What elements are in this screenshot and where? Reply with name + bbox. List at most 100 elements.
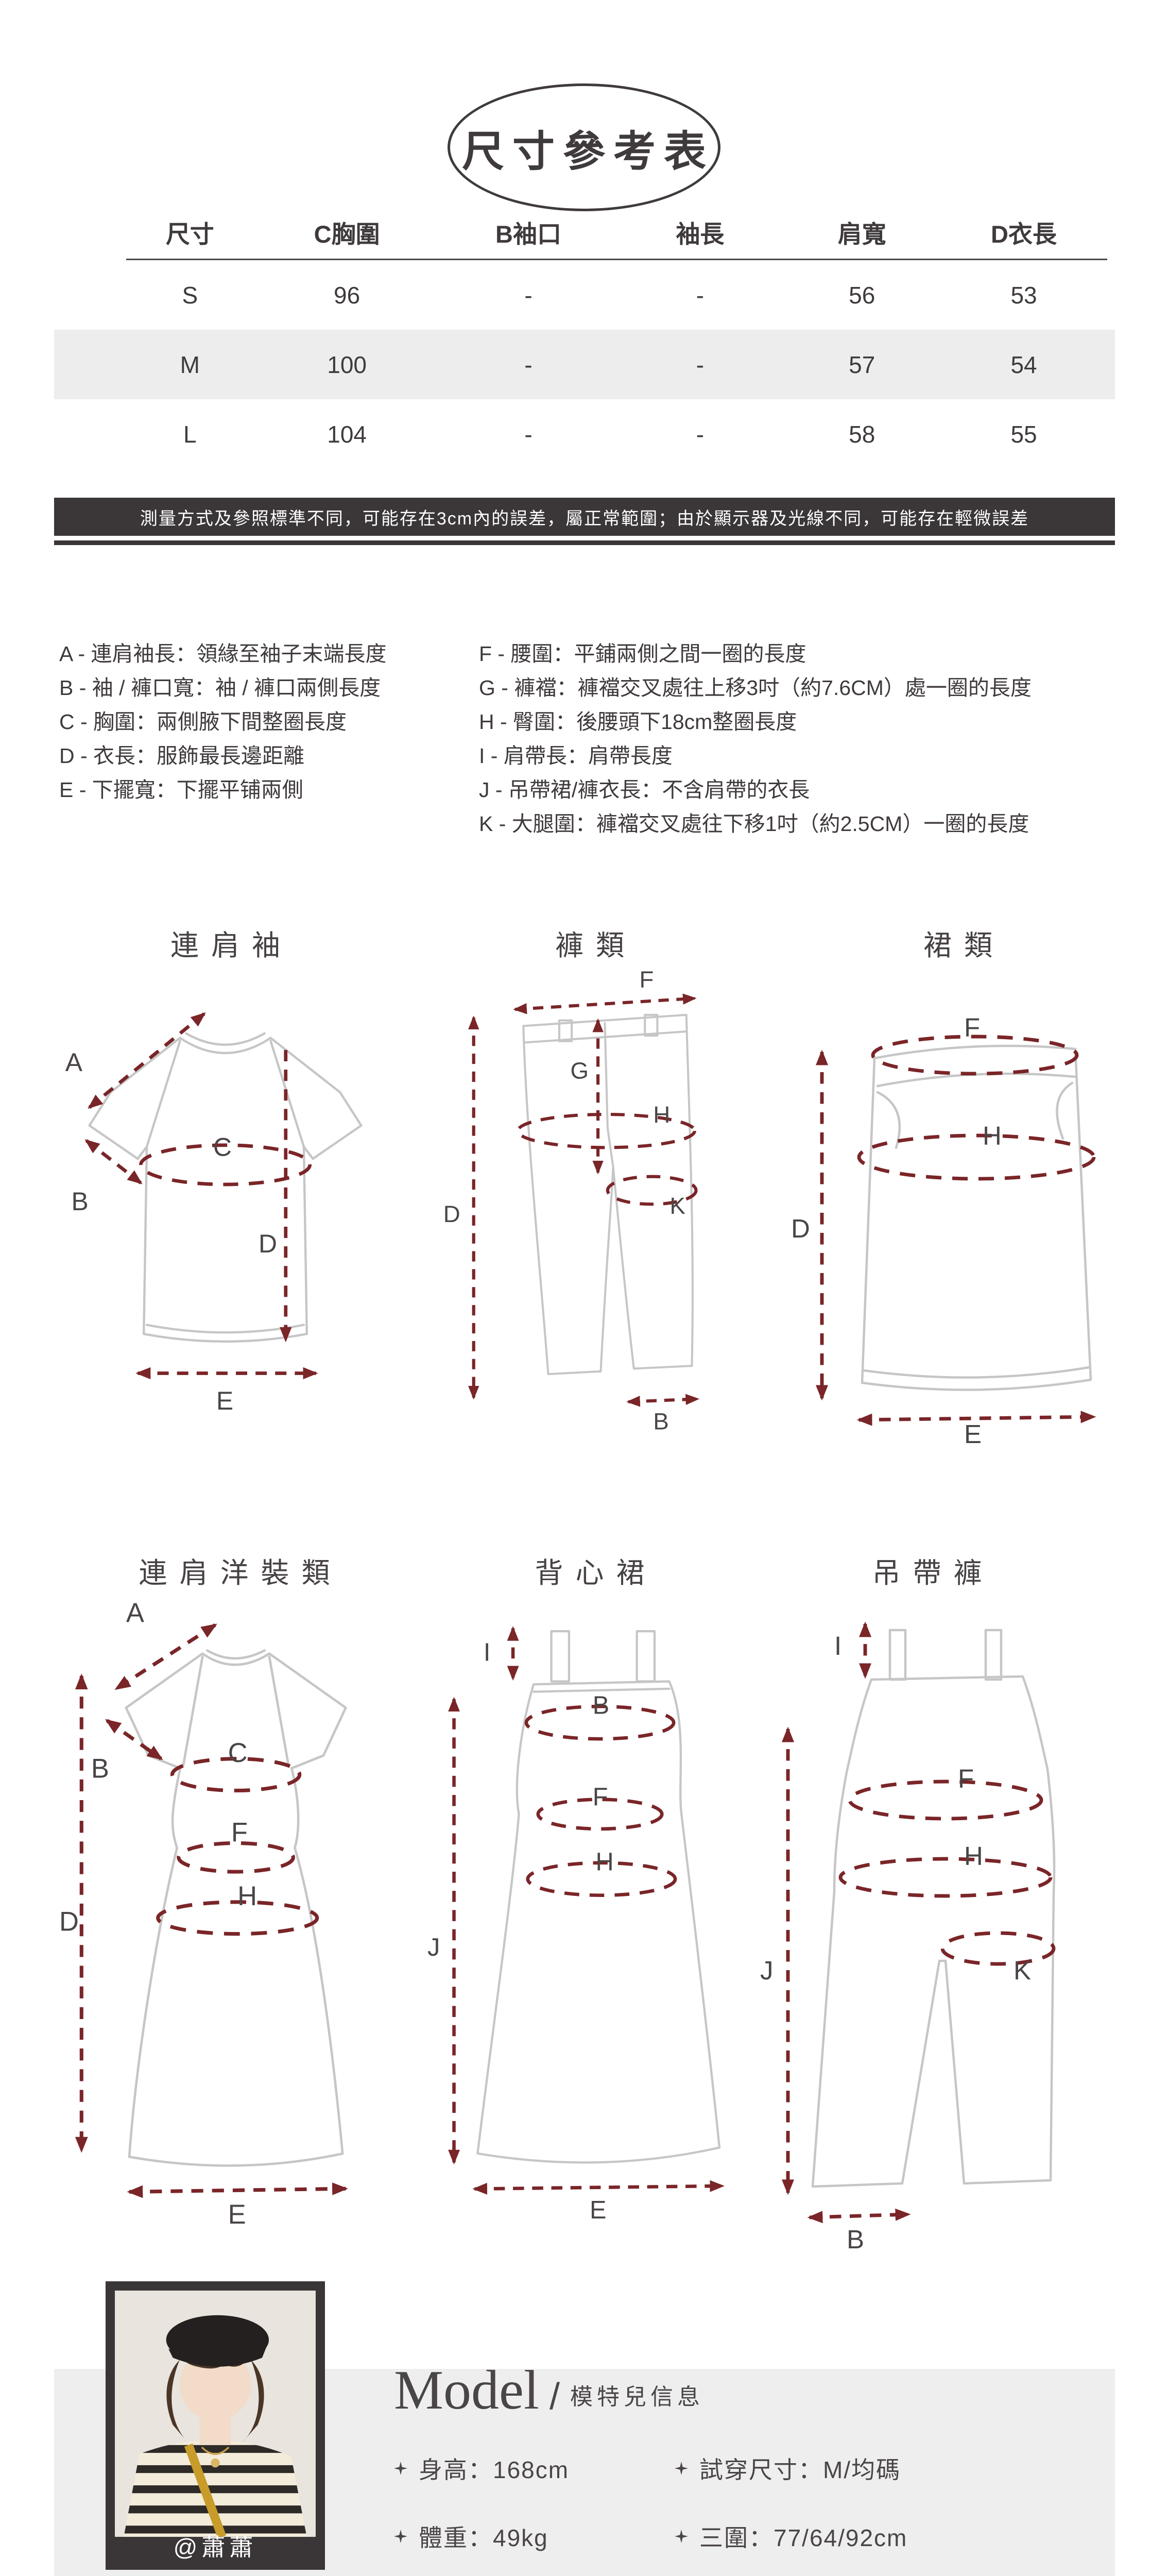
legend-item: E - 下擺寬：下擺平铺兩側 <box>59 778 303 802</box>
measure-label: E <box>216 1386 233 1415</box>
measure-label: B <box>847 2225 864 2254</box>
table-cell: - <box>524 351 533 378</box>
measure-label: E <box>590 2196 606 2222</box>
table-cell: - <box>524 281 533 309</box>
legend-item: H - 臀圍：後腰頭下18cm整圈長度 <box>479 710 797 734</box>
table-cell: 54 <box>1010 351 1037 378</box>
legend-item: J - 吊帶裙/褲衣長：不含肩帶的衣長 <box>479 778 810 802</box>
diagram-pants: 褲類 F G H K D B <box>438 922 742 1432</box>
legend-item: A - 連肩袖長：領緣至袖子末端長度 <box>59 642 387 666</box>
stat-text: 體重：49kg <box>419 2524 548 2551</box>
sparkle-icon <box>675 2530 688 2543</box>
measure-label: I <box>484 1638 491 1666</box>
legend-item: C - 胸圍：兩側腋下間整圈長度 <box>59 710 347 734</box>
divider-line <box>54 540 1115 545</box>
diagram-raglan-top: 連肩袖 A B C D E <box>59 922 391 1416</box>
measure-label: A <box>65 1048 83 1077</box>
measure-label: D <box>791 1214 810 1243</box>
measure-label: D <box>259 1229 277 1258</box>
measurement-legend-right: F - 腰圍：平鋪兩側之間一圈的長度 G - 褲襠：褲襠交叉處往上移3吋（約7.… <box>479 637 1128 841</box>
table-cell: - <box>696 351 705 378</box>
legend-item: K - 大腿圍：褲襠交叉處往下移1吋（約2.5CM）一圈的長度 <box>479 812 1029 836</box>
legend-item: I - 肩帶長：肩帶長度 <box>479 744 673 768</box>
measure-label: C <box>213 1132 232 1161</box>
measure-label: J <box>760 1956 774 1985</box>
table-cell: 56 <box>849 281 875 309</box>
table-cell: S <box>182 281 198 309</box>
table-header-row: 尺寸 C胸圍 B袖口 袖長 肩寬 D衣長 <box>54 205 1115 259</box>
table-cell: - <box>696 281 705 309</box>
model-title-row: Model / 模特兒信息 <box>394 2363 1094 2418</box>
measure-label: H <box>653 1101 670 1128</box>
model-info: Model / 模特兒信息 身高：168cm 試穿尺寸：M/均碼 體重：49kg… <box>394 2363 1094 2553</box>
model-title-separator: / <box>549 2376 560 2417</box>
model-photo-frame: @蕭蕭 <box>106 2281 325 2570</box>
table-cell: - <box>696 420 705 448</box>
measure-label: K <box>670 1193 685 1219</box>
measure-label: D <box>443 1201 460 1227</box>
header-cell-length: D衣長 <box>991 220 1057 248</box>
model-subtitle: 模特兒信息 <box>570 2384 704 2410</box>
sparkle-icon <box>394 2462 407 2475</box>
measure-label: G <box>570 1057 588 1083</box>
model-title: Model <box>394 2360 539 2421</box>
table-cell: L <box>183 420 197 448</box>
measure-label: K <box>1014 1956 1031 1985</box>
sparkle-icon <box>394 2530 407 2543</box>
measure-label: F <box>964 1013 980 1042</box>
measure-label: H <box>595 1848 613 1876</box>
measure-label: B <box>91 1754 109 1784</box>
stat-measurements: 三圍：77/64/92cm <box>675 2519 1094 2553</box>
table-row-l: L 104 - - 58 55 <box>54 399 1115 469</box>
diagram-title: 裙類 <box>923 929 1005 961</box>
table-cell: 96 <box>334 281 360 309</box>
model-stats: 身高：168cm 試穿尺寸：M/均碼 體重：49kg 三圍：77/64/92cm <box>394 2451 1094 2553</box>
size-table: 尺寸 C胸圍 B袖口 袖長 肩寬 D衣長 S 96 - - 56 53 M 10… <box>54 205 1115 469</box>
table-cell: 58 <box>849 420 875 448</box>
measure-label: H <box>983 1121 1002 1150</box>
header-cell-size: 尺寸 <box>165 220 214 248</box>
legend-item: F - 腰圍：平鋪兩側之間一圈的長度 <box>479 642 806 666</box>
measure-label: B <box>593 1692 609 1720</box>
measure-label: B <box>653 1408 668 1432</box>
stat-height: 身高：168cm <box>394 2451 675 2485</box>
measure-label: F <box>958 1764 974 1793</box>
diagram-title: 連肩袖 <box>170 929 293 961</box>
table-cell: M <box>180 351 200 378</box>
table-cell: - <box>524 420 533 448</box>
diagram-skirt: 裙類 F H D E <box>788 922 1128 1445</box>
stat-fit-size: 試穿尺寸：M/均碼 <box>675 2451 1094 2485</box>
vest-dress-drawing: I J B F H E <box>427 1626 725 2222</box>
measure-label: D <box>59 1906 79 1937</box>
header-cell-chest: C胸圍 <box>314 220 380 248</box>
stat-text: 試穿尺寸：M/均碼 <box>699 2456 901 2483</box>
diagram-vest-dress: 背心裙 I J B F H E <box>427 1550 752 2222</box>
legend-item: D - 衣長：服飾最長邊距離 <box>59 744 305 768</box>
note-text: 測量方式及參照標準不同，可能存在3cm內的誤差，屬正常範圍；由於顯示器及光線不同… <box>140 509 1029 529</box>
stat-weight: 體重：49kg <box>394 2519 675 2553</box>
raglan-top-drawing: A B C D E <box>65 1012 363 1415</box>
diagram-title: 吊帶褲 <box>872 1557 994 1589</box>
measure-label: H <box>237 1881 257 1911</box>
raglan-dress-drawing: A B C F H D E <box>59 1598 348 2227</box>
measure-label: F <box>640 966 654 992</box>
measure-label: H <box>964 1841 983 1871</box>
stat-text: 三圍：77/64/92cm <box>699 2524 908 2551</box>
table-cell: 53 <box>1010 281 1037 309</box>
legend-item: B - 袖 / 褲口寬：袖 / 褲口兩側長度 <box>59 676 381 700</box>
measure-label: J <box>427 1934 440 1961</box>
measure-label: F <box>593 1783 608 1811</box>
header-cell-cuff: B袖口 <box>495 220 561 248</box>
measure-label: C <box>228 1738 248 1768</box>
diagram-title: 褲類 <box>555 929 637 961</box>
measure-label: B <box>71 1187 88 1216</box>
diagram-title: 連肩洋裝類 <box>139 1557 342 1589</box>
diagram-raglan-dress: 連肩洋裝類 A B C F H D E <box>59 1550 409 2227</box>
skirt-drawing: F H D E <box>791 1013 1096 1445</box>
table-row-s: S 96 - - 56 53 <box>54 260 1115 330</box>
model-portrait-illustration <box>115 2291 316 2537</box>
header-cell-shoulder: 肩寬 <box>837 220 886 248</box>
size-chart-badge: 尺寸參考表 <box>448 83 720 211</box>
stat-text: 身高：168cm <box>419 2456 570 2483</box>
